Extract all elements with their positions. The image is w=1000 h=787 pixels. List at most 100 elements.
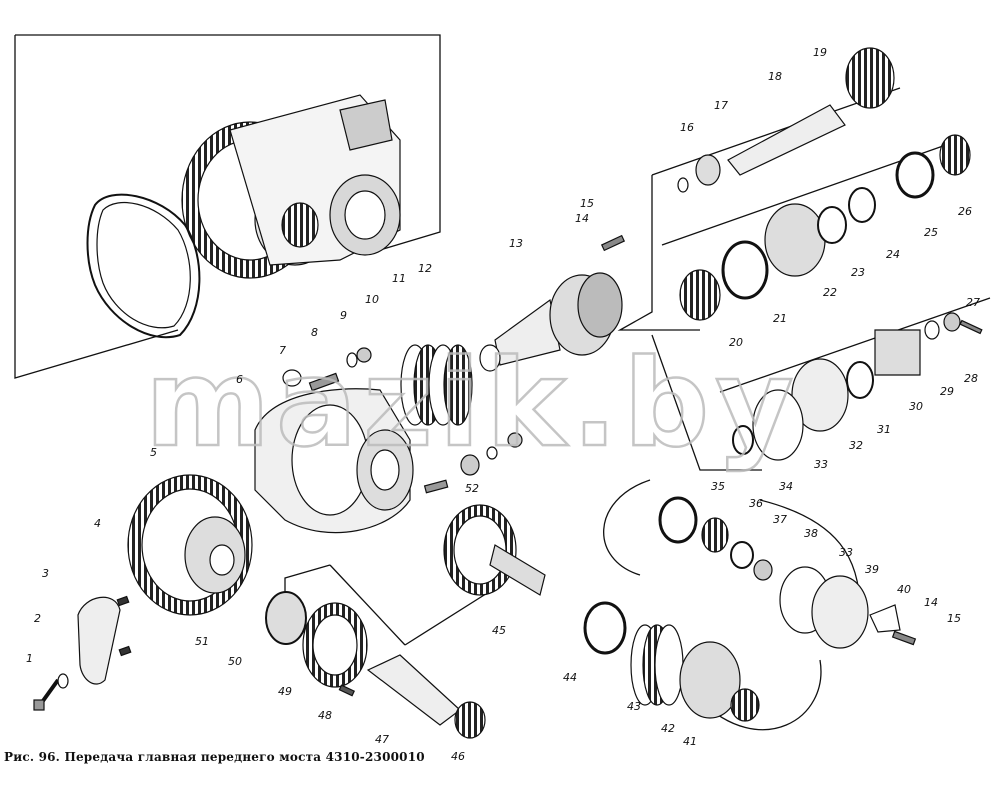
callout-46: 46 bbox=[451, 750, 465, 763]
part-shaft-47 bbox=[366, 654, 461, 726]
callout-24: 24 bbox=[886, 248, 900, 261]
part-cover-32 bbox=[791, 358, 849, 432]
callout-7: 7 bbox=[279, 344, 286, 357]
part-bolt-15 bbox=[600, 234, 626, 252]
part-bolt bbox=[33, 678, 60, 711]
callout-45: 45 bbox=[492, 624, 506, 637]
part-flange-30 bbox=[874, 329, 921, 376]
callout-31: 31 bbox=[877, 423, 891, 436]
part-bearing-cap bbox=[77, 596, 121, 685]
callout-13: 13 bbox=[509, 237, 523, 250]
callout-39: 39 bbox=[865, 563, 879, 576]
callout-48: 48 bbox=[318, 709, 332, 722]
part-washer-9 bbox=[346, 352, 358, 368]
callout-5: 5 bbox=[150, 446, 157, 459]
part-bearing-26 bbox=[939, 134, 971, 176]
part-gasket-33 bbox=[752, 389, 804, 461]
callout-14: 14 bbox=[924, 596, 938, 609]
callout-20: 20 bbox=[729, 336, 743, 349]
part-nut-10 bbox=[356, 347, 372, 363]
callout-25: 25 bbox=[924, 226, 938, 239]
part-lock-40 bbox=[869, 604, 901, 633]
callout-33: 33 bbox=[814, 458, 828, 471]
callout-47: 47 bbox=[375, 733, 389, 746]
part-seal-31 bbox=[846, 361, 874, 399]
part-shims bbox=[400, 344, 473, 426]
part-bearing-20 bbox=[679, 269, 721, 321]
part-ring-24 bbox=[848, 187, 876, 223]
part-gear-45 bbox=[443, 504, 546, 596]
callout-37: 37 bbox=[773, 513, 787, 526]
part-bearing-46 bbox=[454, 701, 486, 739]
callout-26: 26 bbox=[958, 205, 972, 218]
figure-caption: Рис. 96. Передача главная переднего мост… bbox=[4, 750, 425, 764]
callout-51: 51 bbox=[195, 635, 209, 648]
callout-4: 4 bbox=[94, 517, 101, 530]
callout-28: 28 bbox=[964, 372, 978, 385]
callout-6: 6 bbox=[236, 373, 243, 386]
part-cup-25 bbox=[895, 151, 935, 199]
callout-3: 3 bbox=[42, 567, 49, 580]
part-drawings bbox=[33, 47, 983, 739]
callout-35: 35 bbox=[711, 480, 725, 493]
part-washer bbox=[57, 673, 69, 689]
part-plug bbox=[282, 369, 302, 387]
part-stud bbox=[308, 372, 340, 392]
part-key-48 bbox=[338, 684, 355, 697]
callout-9: 9 bbox=[340, 309, 347, 322]
callout-34: 34 bbox=[779, 480, 793, 493]
callout-16: 16 bbox=[680, 121, 694, 134]
callout-labels: 1234567891011121314151617181920212223242… bbox=[26, 46, 980, 763]
callout-15: 15 bbox=[580, 197, 594, 210]
part-bearing-41 bbox=[730, 688, 760, 722]
part-gasket bbox=[86, 193, 201, 339]
part-housing-42 bbox=[679, 641, 741, 719]
part-bolt-15b bbox=[891, 630, 917, 646]
callout-11: 11 bbox=[392, 272, 406, 285]
callout-27: 27 bbox=[966, 296, 980, 309]
part-seal-44 bbox=[583, 601, 627, 655]
callout-12: 12 bbox=[418, 262, 432, 275]
callout-50: 50 bbox=[228, 655, 242, 668]
callout-19: 19 bbox=[813, 46, 827, 59]
callout-33: 33 bbox=[839, 546, 853, 559]
part-bolt-27 bbox=[959, 319, 983, 335]
callout-1: 1 bbox=[26, 652, 33, 665]
part-cup-21 bbox=[721, 240, 769, 300]
callout-36: 36 bbox=[749, 497, 763, 510]
part-main-case bbox=[254, 388, 414, 534]
callout-38: 38 bbox=[804, 527, 818, 540]
callout-43: 43 bbox=[627, 700, 641, 713]
part-shim-34 bbox=[732, 425, 754, 455]
part-washer-52 bbox=[486, 446, 498, 460]
callout-23: 23 bbox=[851, 266, 865, 279]
part-shaft-18 bbox=[727, 104, 846, 176]
callout-49: 49 bbox=[278, 685, 292, 698]
part-nut-38 bbox=[753, 559, 773, 581]
part-axle-assembly bbox=[181, 94, 401, 279]
callout-21: 21 bbox=[773, 312, 787, 325]
part-washer-29 bbox=[924, 320, 940, 340]
callout-17: 17 bbox=[714, 99, 728, 112]
callout-14: 14 bbox=[575, 212, 589, 225]
part-shims-43 bbox=[630, 624, 684, 706]
part-housing-22 bbox=[764, 203, 826, 277]
part-nut-28 bbox=[943, 312, 961, 332]
callout-44: 44 bbox=[563, 671, 577, 684]
part-cover-39 bbox=[811, 575, 869, 649]
part-bearing-17 bbox=[695, 154, 721, 186]
callout-32: 32 bbox=[849, 439, 863, 452]
part-bevel-gear-19 bbox=[845, 47, 895, 109]
callout-30: 30 bbox=[909, 400, 923, 413]
callout-15: 15 bbox=[947, 612, 961, 625]
part-gear-49 bbox=[302, 602, 368, 688]
callout-29: 29 bbox=[940, 385, 954, 398]
part-cup-35 bbox=[658, 496, 698, 544]
part-ring-16 bbox=[677, 177, 689, 193]
callout-18: 18 bbox=[768, 70, 782, 83]
part-bearing-36 bbox=[701, 517, 729, 553]
callout-2: 2 bbox=[34, 612, 41, 625]
callout-41: 41 bbox=[683, 735, 697, 748]
